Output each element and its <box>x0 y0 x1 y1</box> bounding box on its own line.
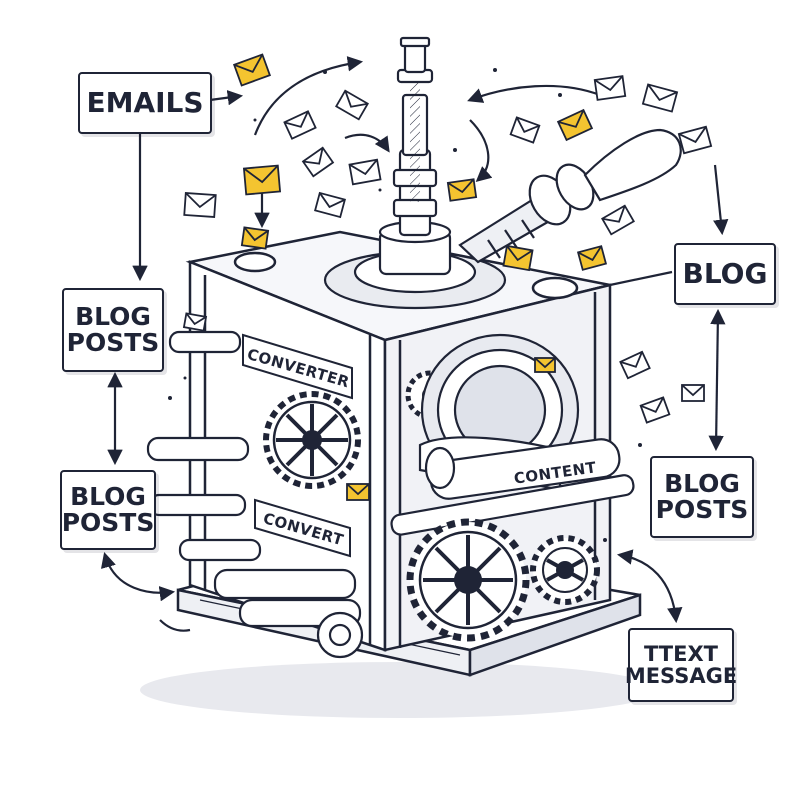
envelope-icon <box>446 178 478 202</box>
motion-specks <box>168 68 717 542</box>
blog-posts-line1: BLOG <box>664 468 740 498</box>
envelope-icon <box>593 75 627 101</box>
blog-posts-label-box-left: BLOG POSTS <box>60 470 156 550</box>
flow-arrows <box>100 56 729 632</box>
envelope-icon <box>242 164 282 196</box>
envelope-icon <box>681 384 705 402</box>
ground-shadow <box>140 662 660 718</box>
envelope-icon <box>534 357 556 373</box>
envelope-icon <box>601 204 635 236</box>
envelope-icon <box>576 245 608 271</box>
blog-posts-line1: BLOG <box>70 481 146 511</box>
envelope-icon <box>314 191 346 219</box>
envelope-icon <box>346 483 370 501</box>
emails-label-box: EMAILS <box>78 72 212 134</box>
envelope-icon <box>240 226 270 250</box>
blog-posts-label-box-top-left: BLOG POSTS <box>62 288 164 372</box>
envelopes <box>182 53 713 501</box>
envelope-icon <box>641 83 679 113</box>
envelope-icon <box>182 312 208 332</box>
gear-icon <box>406 518 530 642</box>
blog-label-box: BLOG <box>674 243 776 305</box>
envelope-icon <box>335 89 369 121</box>
emails-label: EMAILS <box>86 86 204 120</box>
envelope-icon <box>183 192 217 218</box>
text-message-line2: MESSAGE <box>624 664 738 688</box>
gear-icon <box>530 535 600 605</box>
envelope-icon <box>556 108 594 142</box>
gear-icon <box>263 391 361 489</box>
blog-posts-line2: POSTS <box>66 328 160 357</box>
text-message-label-box: TTEXT MESSAGE <box>624 628 738 702</box>
envelope-icon <box>283 110 317 140</box>
blog-posts-label-box-right: BLOG POSTS <box>650 456 754 538</box>
envelope-icon <box>639 396 671 424</box>
blog-posts-line2: POSTS <box>61 508 155 537</box>
envelope-icon <box>677 125 713 155</box>
blog-posts-line1: BLOG <box>75 301 151 331</box>
envelope-icon <box>301 146 335 178</box>
crank-handle-icon <box>458 128 682 264</box>
right-shaft <box>390 474 635 536</box>
left-shafts <box>146 330 364 659</box>
blog-posts-line2: POSTS <box>655 495 749 524</box>
blog-label: BLOG <box>682 257 768 291</box>
convert-sign: CONVERT <box>254 498 351 558</box>
text-message-line1: TTEXT <box>644 641 718 666</box>
envelope-icon <box>509 116 541 144</box>
envelope-icon <box>619 350 651 380</box>
envelope-icon <box>348 158 382 186</box>
envelope-icon <box>502 244 534 272</box>
spindle-icon <box>323 36 507 310</box>
envelope-icon <box>232 53 272 87</box>
